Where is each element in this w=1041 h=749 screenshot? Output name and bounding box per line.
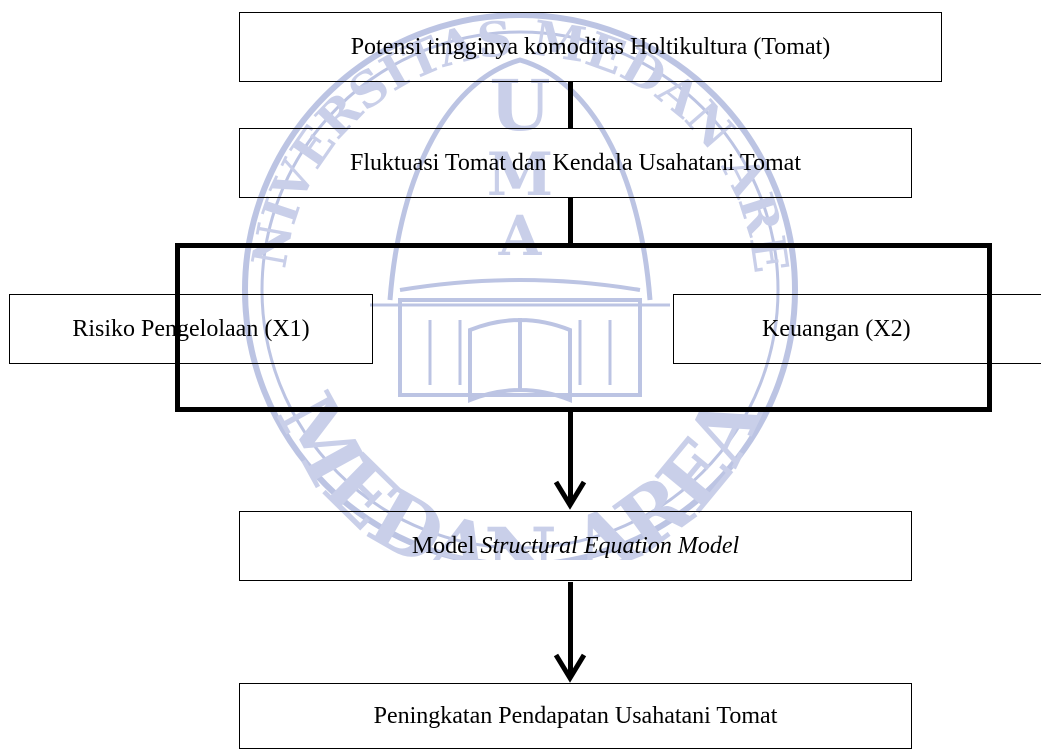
- watermark-letter-u: U: [489, 64, 550, 147]
- university-seal-watermark: U M A UNIVERSITAS MEDAN AREA MEDAN AREA: [170, 0, 799, 560]
- connector-fluktuasi-split: [568, 198, 573, 245]
- connector-top-horizontal: [175, 243, 992, 248]
- connector-to-model: [568, 410, 573, 503]
- box-fluktuasi: Fluktuasi Tomat dan Kendala Usahatani To…: [239, 128, 912, 198]
- box-model-italic: Structural Equation Model: [480, 533, 740, 559]
- box-model-label: Model Structural Equation Model: [412, 534, 739, 558]
- box-model-sem: Model Structural Equation Model: [239, 511, 912, 581]
- connector-right-vertical: [987, 243, 992, 412]
- box-x1-label: Risiko Pengelolaan (X1): [72, 316, 310, 342]
- box-potensi-label: Potensi tingginya komoditas Holtikultura…: [350, 34, 831, 60]
- watermark-letter-m: M: [487, 140, 553, 210]
- box-potensi: Potensi tingginya komoditas Holtikultura…: [239, 12, 942, 82]
- box-peningkatan-label: Peningkatan Pendapatan Usahatani Tomat: [373, 703, 778, 729]
- connector-bottom-horizontal: [175, 407, 992, 412]
- box-model-prefix: Model: [411, 533, 481, 559]
- box-x2-label: Keuangan (X2): [762, 316, 911, 342]
- connector-to-peningkatan: [568, 582, 573, 674]
- connector-left-vertical: [175, 243, 180, 412]
- connector-potensi-fluktuasi: [568, 82, 573, 128]
- box-risiko-x1: Risiko Pengelolaan (X1): [9, 294, 373, 364]
- box-peningkatan: Peningkatan Pendapatan Usahatani Tomat: [239, 683, 912, 749]
- watermark-letter-a: A: [498, 203, 543, 268]
- box-keuangan-x2: Keuangan (X2): [673, 294, 1041, 364]
- box-fluktuasi-label: Fluktuasi Tomat dan Kendala Usahatani To…: [350, 150, 801, 176]
